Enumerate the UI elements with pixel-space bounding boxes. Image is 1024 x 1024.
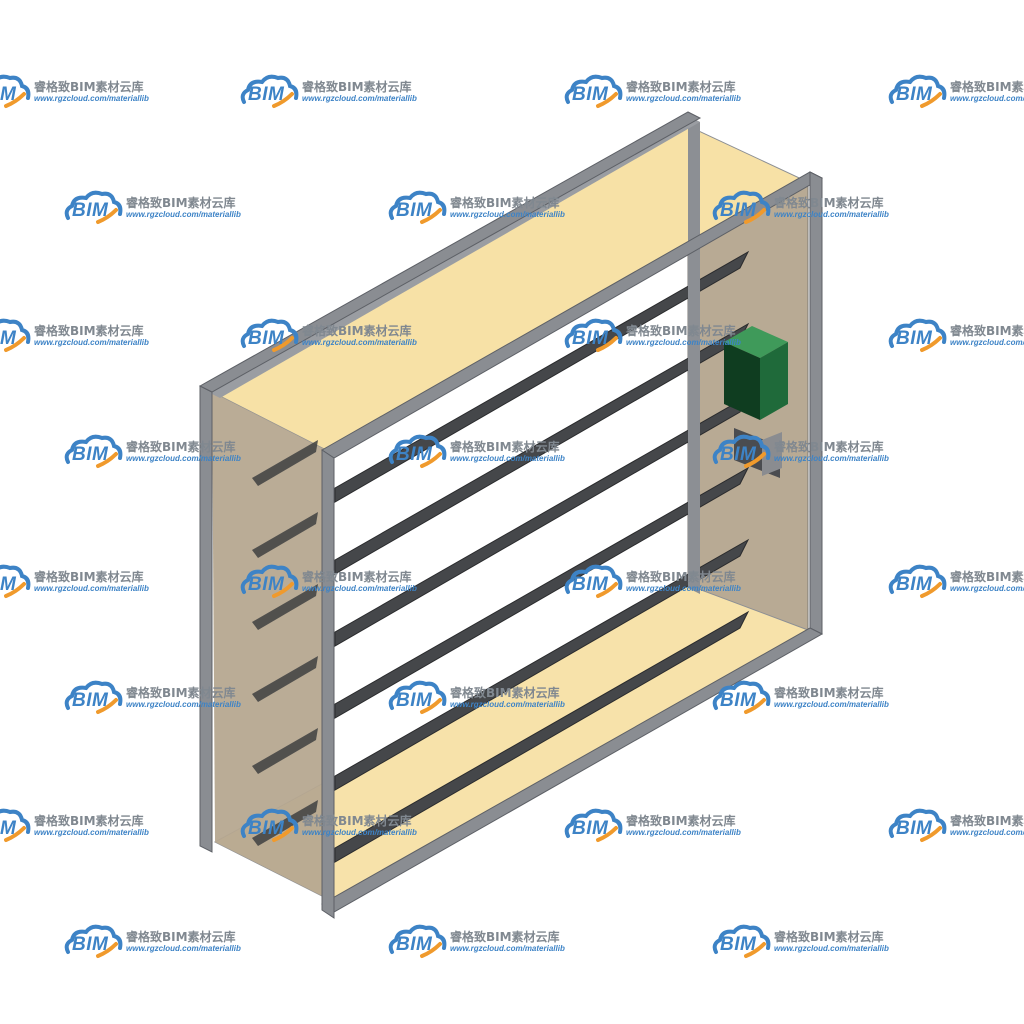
damper-blade-end [252,440,318,486]
actuator-side [760,342,788,420]
front-frame-right [809,171,823,635]
damper-blade-end [252,584,318,630]
front-frame [321,171,824,919]
front-frame-left [321,449,335,919]
damper-blade [334,394,750,647]
left-frame [198,111,702,853]
actuator [724,326,788,478]
damper-blade [334,538,750,791]
damper-blade-end [252,512,318,558]
casing-left-wall [212,392,330,900]
actuator-top [724,326,788,358]
damper-blade-end [252,728,318,774]
actuator-front [724,342,760,420]
damper-blade-end [252,656,318,702]
damper-blade [334,466,750,719]
damper-blades [252,250,750,863]
damper-blade [334,610,750,863]
